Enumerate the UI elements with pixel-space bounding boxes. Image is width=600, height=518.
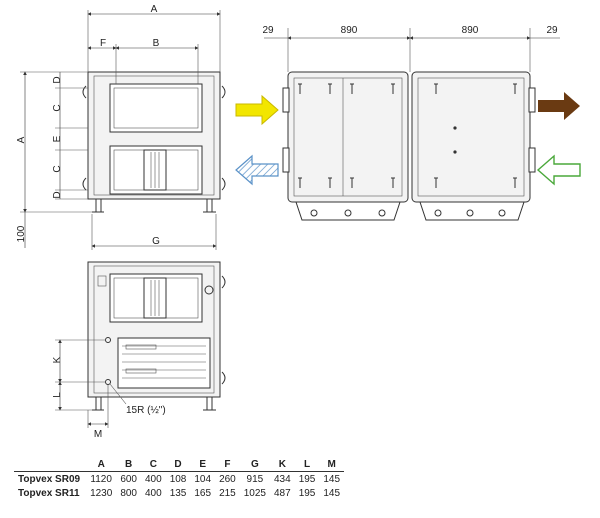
dim-D-label-top: D <box>52 76 63 83</box>
dim-100-label: 100 <box>16 225 27 242</box>
dim-L-label: L <box>52 392 63 398</box>
model-name: Topvex SR11 <box>18 487 80 499</box>
dim-F-label: F <box>100 38 106 49</box>
table-header: C <box>141 457 166 472</box>
table-cell: 400 <box>145 487 162 499</box>
model-name: Topvex SR09 <box>18 473 81 485</box>
table-header: A <box>86 457 117 472</box>
table-header: E <box>190 457 216 472</box>
table-cell: 135 <box>169 487 187 499</box>
dim-29-left: 29 <box>262 25 274 36</box>
base-left <box>295 201 401 221</box>
dim-890-left: 890 <box>341 25 358 36</box>
table-row: Topvex SR11 1230 800 400 135 165 215 102… <box>14 486 344 500</box>
logo-icon <box>204 285 214 295</box>
table-cell: 1025 <box>243 487 266 499</box>
exhaust-arrow-icon <box>538 92 580 120</box>
dim-C-label-bottom: C <box>52 165 63 172</box>
table-header: G <box>239 457 270 472</box>
end-view: K L M 15R (½") <box>52 261 226 440</box>
table-cell: 800 <box>120 487 137 499</box>
dim-890-right: 890 <box>462 25 479 36</box>
table-cell: 165 <box>194 487 212 499</box>
dim-G-label: G <box>152 236 160 247</box>
handle-icon <box>82 177 87 191</box>
dim-K-label: K <box>52 356 63 363</box>
dim-29-right: 29 <box>546 25 558 36</box>
table-cell: 195 <box>298 473 316 485</box>
nameplate-icon <box>97 275 107 287</box>
dim-M-label: M <box>94 429 102 440</box>
table-cell: 145 <box>323 473 341 485</box>
table-cell: 434 <box>274 473 291 485</box>
handle-icon <box>82 85 87 99</box>
table-cell: 1120 <box>90 473 112 485</box>
table-header <box>14 457 87 472</box>
dim-B-label: B <box>153 38 160 49</box>
dim-A-label: A <box>151 4 158 15</box>
table-cell: 600 <box>120 473 137 485</box>
table-cell: 400 <box>145 473 162 485</box>
table-cell: 915 <box>246 473 264 485</box>
table-cell: 104 <box>194 473 212 485</box>
left-module <box>287 71 409 203</box>
supply-in-arrow-icon <box>235 94 279 126</box>
table-cell: 195 <box>298 487 316 499</box>
front-view: A F B D C E C D A 100 G <box>16 4 226 250</box>
table-cell: 487 <box>274 487 291 499</box>
table-header: M <box>319 457 345 472</box>
outdoor-air-arrow-icon <box>536 154 581 186</box>
extract-out-arrow-icon <box>235 154 279 186</box>
table-cell: 260 <box>219 473 236 485</box>
dim-C-label-top: C <box>52 104 63 111</box>
handle-icon <box>221 85 226 99</box>
table-header: B <box>116 457 141 472</box>
table-row: Topvex SR09 1120 600 400 108 104 260 915… <box>14 472 344 487</box>
table-header: F <box>215 457 240 472</box>
table-header: K <box>270 457 295 472</box>
dim-A-height-label: A <box>16 136 27 143</box>
right-module <box>411 71 531 203</box>
drain-label: 15R (½") <box>126 405 166 416</box>
table-cell: 108 <box>169 473 187 485</box>
damper-assembly <box>117 337 211 389</box>
table-cell: 215 <box>219 487 236 499</box>
handle-icon <box>221 177 226 191</box>
table-header-row: A B C D E F G K L M <box>14 457 345 472</box>
table-header: L <box>294 457 320 472</box>
table-cell: 1230 <box>90 487 113 499</box>
dim-E-label: E <box>52 135 63 142</box>
dim-D-label-bottom: D <box>52 191 63 198</box>
side-view: 29 890 890 29 <box>235 25 581 221</box>
spec-table: A B C D E F G K L M Topvex SR09 1120 600… <box>14 457 345 500</box>
table-cell: 145 <box>323 487 341 499</box>
table-header: D <box>165 457 191 472</box>
upper-panel <box>109 83 203 133</box>
